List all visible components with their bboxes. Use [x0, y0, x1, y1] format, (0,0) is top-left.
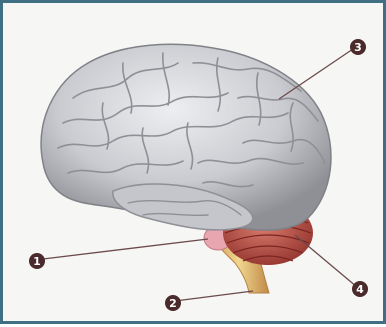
cerebrum-shape	[41, 44, 331, 230]
marker-4-label: 4	[356, 283, 364, 296]
brain-illustration: 1 2 3 4	[3, 3, 386, 327]
marker-2-label: 2	[169, 297, 177, 310]
marker-1-label: 1	[33, 255, 41, 268]
marker-3: 3	[350, 39, 366, 55]
marker-1: 1	[29, 253, 45, 269]
marker-3-label: 3	[354, 41, 362, 54]
marker-4: 4	[352, 281, 368, 297]
marker-2: 2	[165, 295, 181, 311]
